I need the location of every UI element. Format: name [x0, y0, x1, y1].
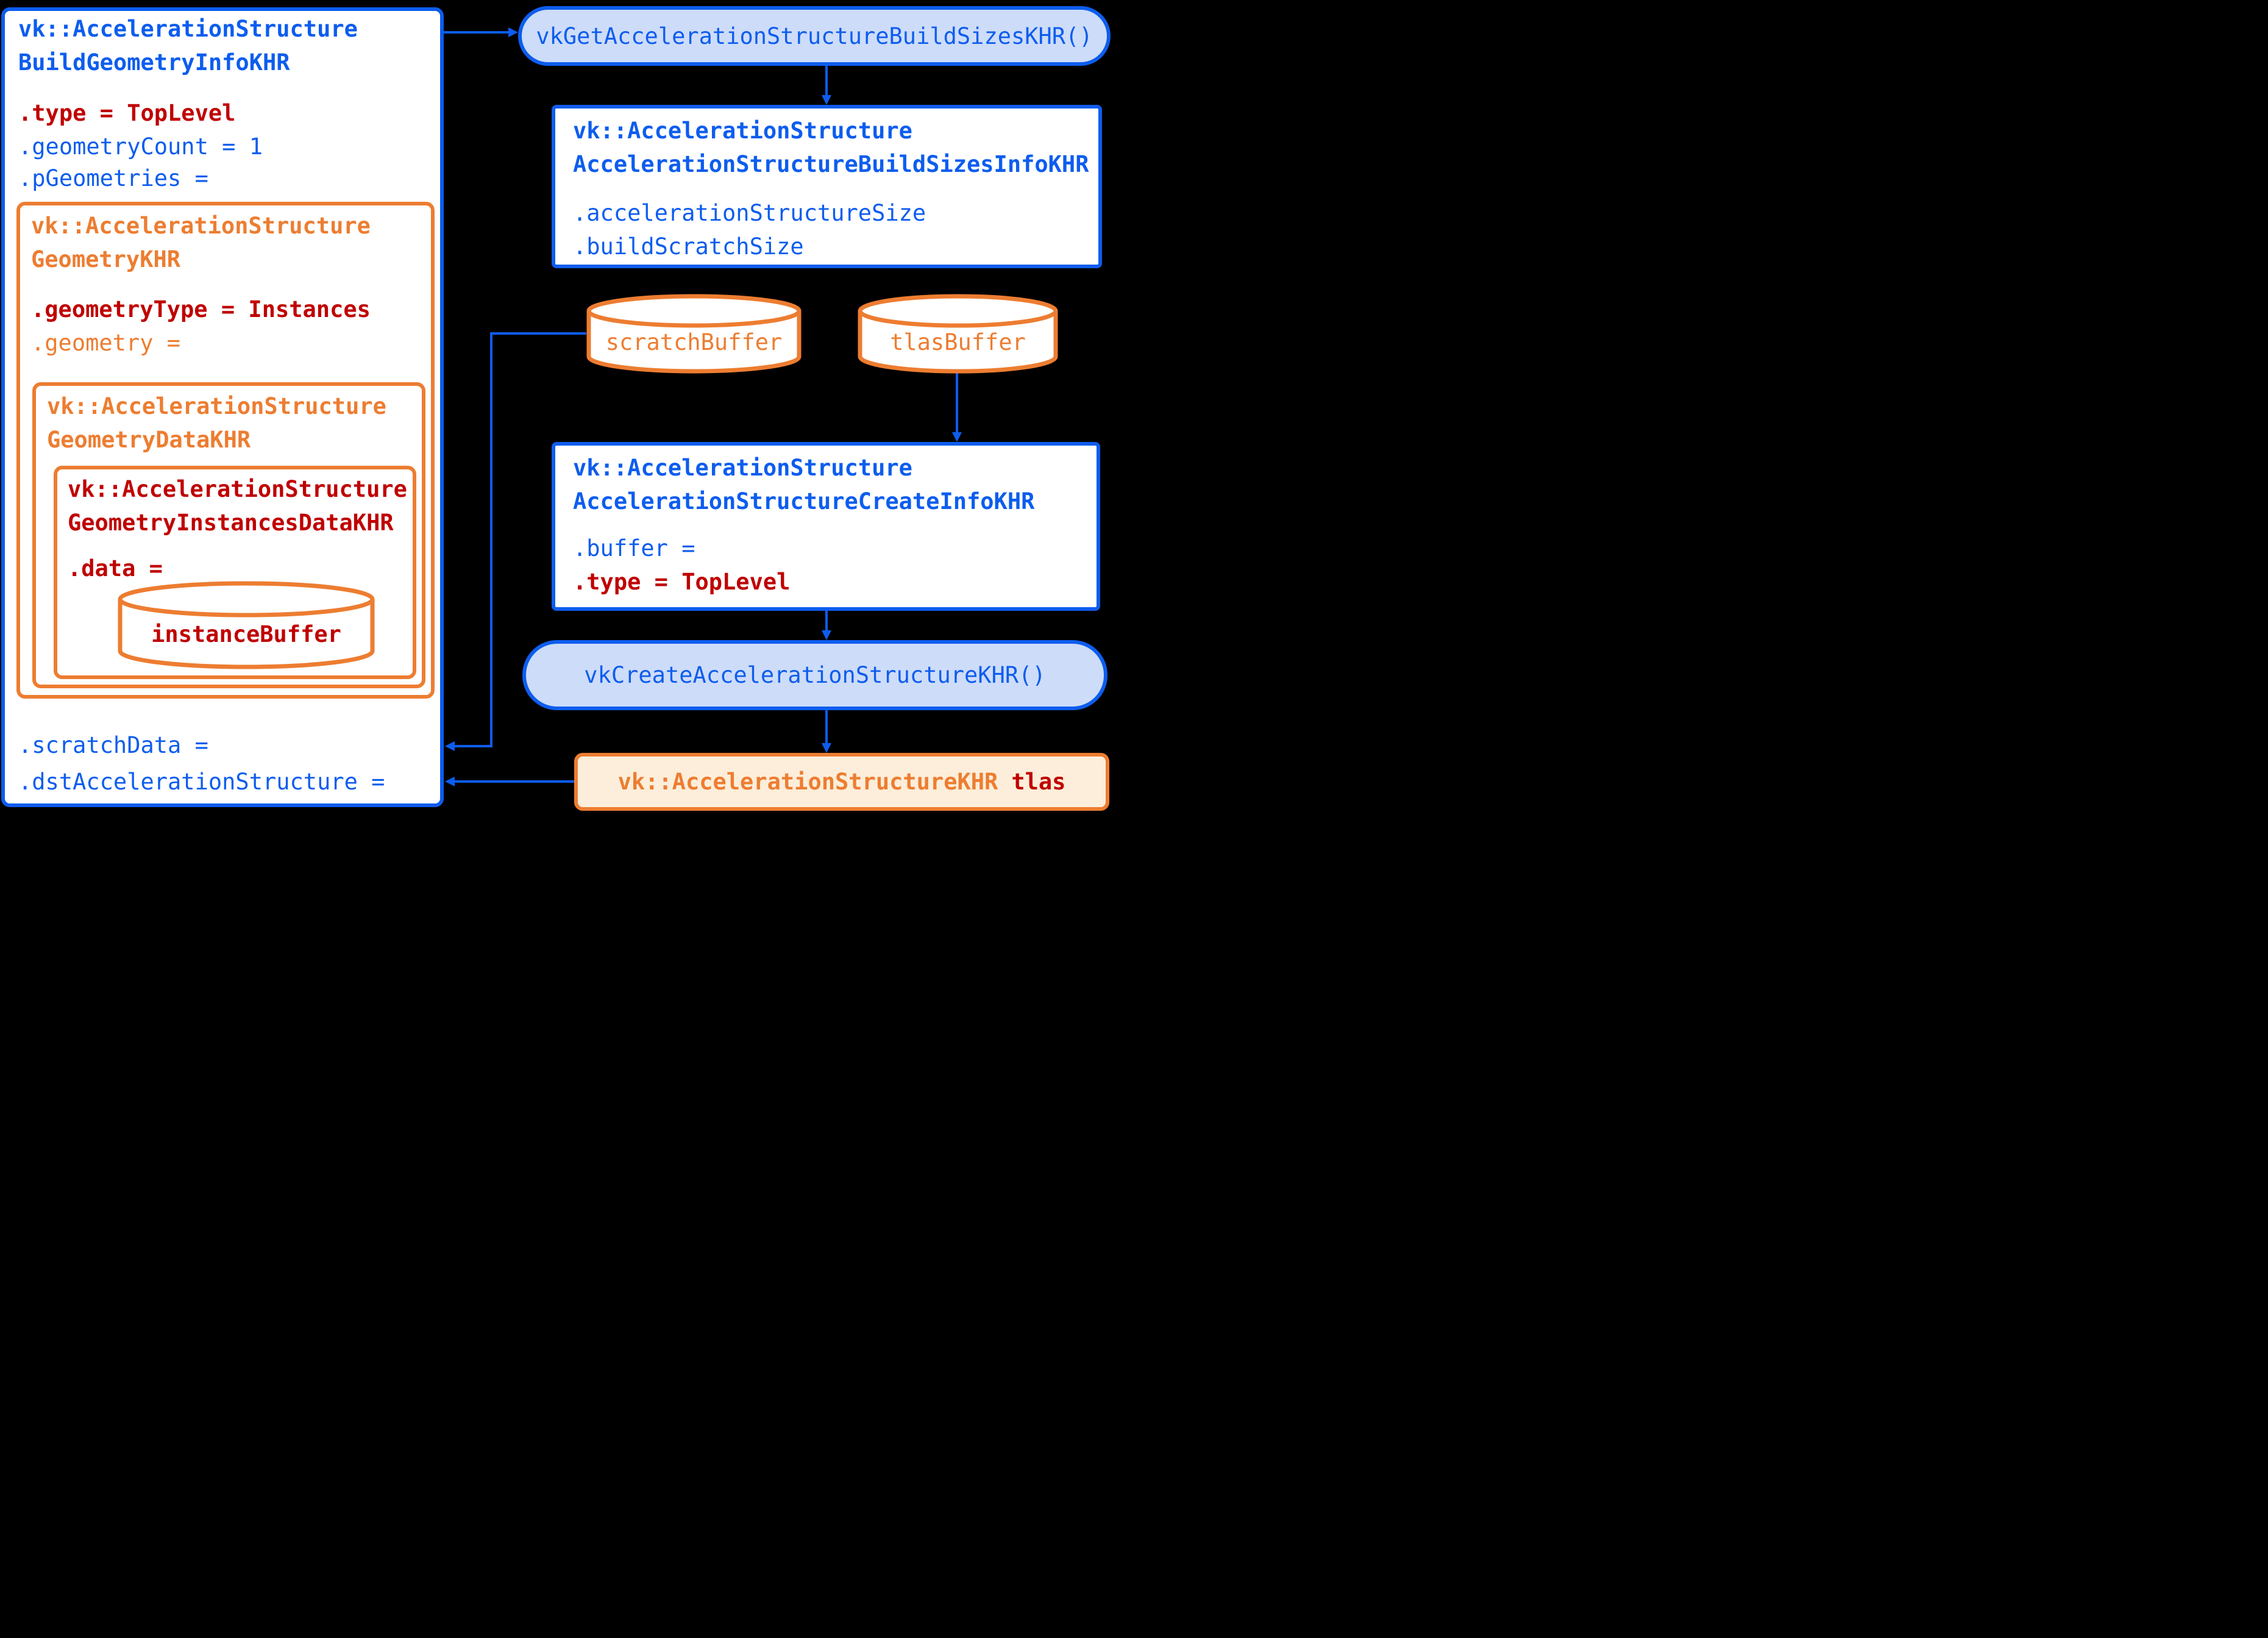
field-p-geometries: .pGeometries =: [18, 165, 208, 191]
create-info-box: vk::AccelerationStructure AccelerationSt…: [552, 442, 1100, 611]
arrow-tlas-to-dstaccelerationstructure: [445, 777, 574, 786]
get-build-sizes-pill-label: vkGetAccelerationStructureBuildSizesKHR(…: [536, 23, 1093, 49]
arrow-getsizes-to-sizesinfo: [822, 66, 831, 105]
get-build-sizes-pill: vkGetAccelerationStructureBuildSizesKHR(…: [518, 6, 1111, 66]
instance-buffer-cylinder: instanceBuffer: [118, 581, 375, 669]
geometry-khr-box: vk::AccelerationStructure GeometryKHR .g…: [16, 202, 435, 699]
field-geometry: .geometry =: [31, 330, 181, 356]
geometry-khr-title: vk::AccelerationStructure GeometryKHR: [31, 213, 371, 272]
scratch-buffer-cylinder: scratchBuffer: [586, 294, 802, 374]
arrow-tlasbuffer-to-createinfo: [952, 373, 962, 442]
tlas-buffer-cylinder: tlasBuffer: [858, 294, 1058, 374]
create-info-title: vk::AccelerationStructure AccelerationSt…: [573, 455, 1035, 515]
field-build-scratch-size: .buildScratchSize: [573, 233, 804, 260]
field-create-type: .type = TopLevel: [573, 569, 791, 595]
field-geometry-count: .geometryCount = 1: [18, 134, 263, 160]
scratch-buffer-label: scratchBuffer: [605, 329, 783, 355]
geometry-data-box: vk::AccelerationStructure GeometryDataKH…: [32, 382, 425, 688]
geometry-instances-data-box: vk::AccelerationStructure GeometryInstan…: [54, 466, 416, 679]
field-dst-acceleration-structure: .dstAccelerationStructure =: [18, 769, 385, 795]
cylinder-shape: [858, 294, 1058, 374]
field-scratch-data: .scratchData =: [18, 732, 208, 758]
tlas-var-label: tlas: [1011, 769, 1066, 795]
arrow-createinfo-to-createpill: [822, 611, 831, 640]
build-sizes-info-box: vk::AccelerationStructure AccelerationSt…: [552, 105, 1102, 268]
field-type: .type = TopLevel: [18, 100, 236, 126]
cylinder-shape: [586, 294, 802, 374]
build-geometry-info-box: vk::AccelerationStructure BuildGeometryI…: [1, 7, 444, 807]
field-buffer: .buffer =: [573, 535, 695, 561]
instance-buffer-label: instanceBuffer: [151, 621, 341, 647]
field-acceleration-structure-size: .accelerationStructureSize: [573, 200, 926, 226]
create-acceleration-structure-pill: vkCreateAccelerationStructureKHR(): [522, 640, 1107, 710]
tlas-buffer-label: tlasBuffer: [890, 329, 1026, 355]
arrow-buildinfo-to-getsizes: [444, 27, 518, 37]
arrow-createpill-to-tlas: [822, 710, 831, 753]
create-pill-label: vkCreateAccelerationStructureKHR(): [584, 662, 1046, 688]
build-sizes-info-title: vk::AccelerationStructure AccelerationSt…: [573, 118, 1089, 177]
geometry-instances-data-title: vk::AccelerationStructure GeometryInstan…: [68, 476, 407, 536]
field-geometry-type: .geometryType = Instances: [31, 296, 371, 322]
cylinder-shape: [118, 581, 375, 669]
build-geometry-info-title: vk::AccelerationStructure BuildGeometryI…: [18, 16, 358, 76]
tlas-type-label: vk::AccelerationStructureKHR: [617, 769, 998, 795]
field-data: .data =: [68, 555, 163, 582]
tlas-box: vk::AccelerationStructureKHR tlas: [574, 753, 1109, 811]
geometry-data-title: vk::AccelerationStructure GeometryDataKH…: [47, 393, 386, 453]
diagram-canvas: vk::AccelerationStructure BuildGeometryI…: [0, 0, 1134, 819]
